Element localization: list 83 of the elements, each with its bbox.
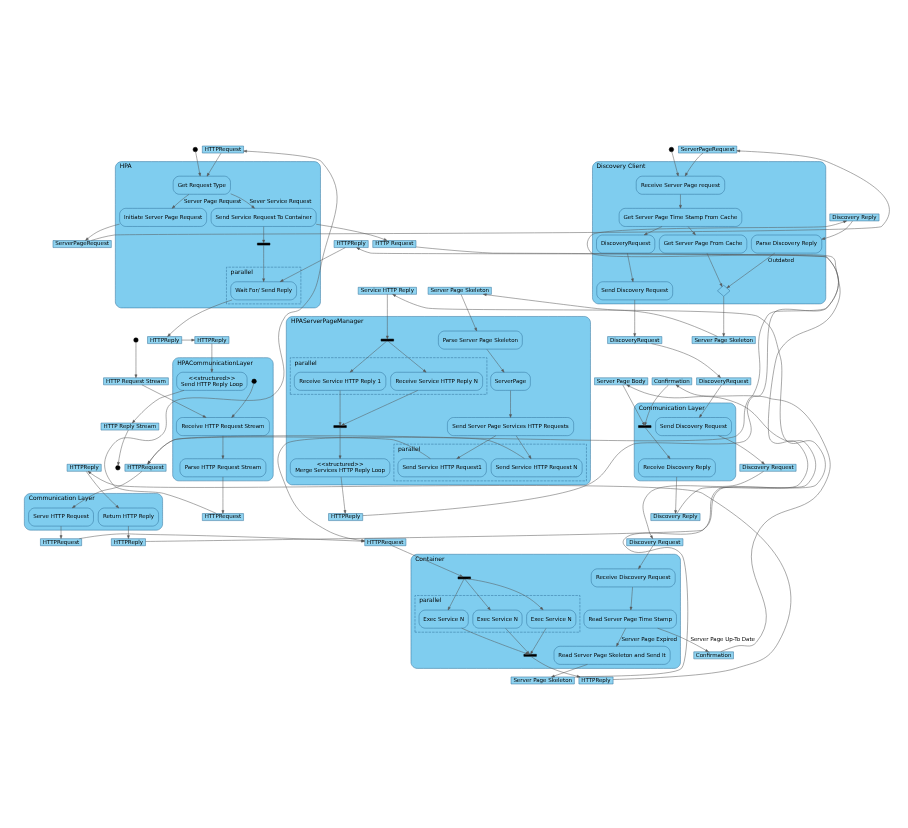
arrow	[529, 655, 580, 677]
arrow	[683, 151, 703, 176]
arrow	[504, 627, 529, 654]
arrow	[209, 342, 213, 372]
arrow	[460, 626, 528, 654]
arrow	[220, 475, 224, 513]
arrow	[314, 223, 387, 240]
arrow	[133, 341, 137, 377]
arrow	[643, 426, 670, 458]
arrow	[482, 292, 717, 336]
arrow	[340, 389, 417, 425]
arrow	[180, 337, 194, 341]
arrow	[650, 342, 720, 377]
arrow	[337, 426, 341, 458]
arrow	[698, 383, 721, 417]
arrow	[641, 470, 763, 538]
arrow	[670, 150, 678, 176]
arrow	[550, 663, 587, 677]
arrow	[673, 475, 676, 513]
arrow	[86, 470, 791, 679]
arrow	[721, 295, 724, 336]
arrow	[229, 192, 254, 208]
arrow	[628, 585, 632, 610]
arrow	[573, 383, 815, 677]
arrow	[261, 225, 264, 243]
arrow	[170, 193, 189, 208]
arrow	[140, 383, 206, 417]
arrow	[220, 434, 224, 458]
arrow	[455, 434, 496, 458]
node-circle	[191, 146, 197, 152]
arrow	[166, 298, 232, 336]
arrow	[467, 577, 543, 610]
arrow	[686, 225, 695, 235]
arrow	[116, 428, 128, 465]
node-circle	[114, 464, 120, 470]
arrow	[656, 626, 708, 652]
arrow	[514, 434, 531, 458]
arrow	[230, 382, 253, 417]
arrow	[508, 389, 511, 417]
arrow	[194, 150, 200, 176]
arrow	[85, 470, 119, 508]
arrow	[348, 339, 386, 372]
arrow	[261, 243, 264, 281]
arrow	[446, 577, 464, 610]
node-circle	[250, 377, 256, 383]
node-bar	[256, 241, 270, 245]
arrow	[529, 627, 546, 654]
arrow	[146, 434, 524, 464]
arrow	[337, 389, 341, 425]
arrow	[58, 524, 62, 538]
arrow	[205, 152, 221, 176]
arrow	[146, 435, 430, 464]
arrow	[615, 627, 625, 646]
node-bar	[379, 337, 393, 341]
node-bar	[637, 424, 651, 427]
arrow	[643, 383, 668, 425]
arrow	[126, 524, 129, 538]
arrow	[632, 298, 635, 336]
arrow	[84, 222, 119, 240]
arrow	[637, 544, 653, 569]
arrow	[390, 544, 463, 577]
arrow	[642, 225, 662, 235]
arrow	[485, 348, 504, 372]
arrow	[71, 470, 142, 508]
arrow	[626, 251, 633, 281]
node-circle	[132, 336, 138, 342]
arrow	[705, 251, 722, 286]
arrow	[339, 475, 346, 513]
arrow	[459, 293, 476, 331]
arrow	[131, 389, 184, 423]
arrow	[621, 383, 644, 425]
arrow	[717, 434, 764, 464]
arrow	[674, 383, 830, 651]
arrow	[463, 577, 490, 610]
arrow	[278, 246, 345, 281]
arrow	[89, 148, 889, 240]
arrow	[385, 293, 388, 339]
arrow	[386, 339, 426, 372]
arrow	[586, 219, 846, 513]
node-circle	[667, 146, 673, 152]
arrow	[678, 193, 681, 208]
arrow	[820, 219, 852, 239]
arrow	[725, 251, 774, 288]
